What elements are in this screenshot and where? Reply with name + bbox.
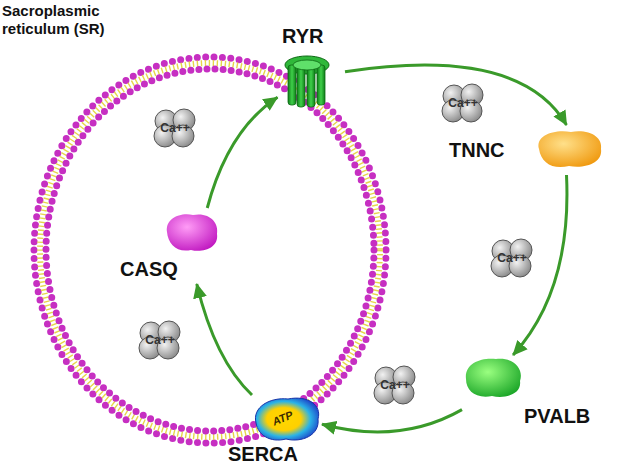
protein-node: CASQ	[118, 208, 223, 284]
ion-label: Ca++	[145, 333, 174, 347]
protein-label: CASQ	[120, 258, 178, 281]
protein-node: TNNC	[445, 125, 607, 175]
ion-label: Ca++	[160, 121, 189, 135]
calcium-ion	[442, 84, 483, 122]
flow-arrow	[197, 284, 252, 395]
flow-arrow	[513, 175, 567, 355]
ryanodine-receptor-channel	[285, 55, 330, 110]
protein-node: Sacroplasmic reticulum (SR)CASQ	[32, 55, 388, 445]
ion-label: Ca++	[448, 96, 477, 110]
protein-label: RYR	[282, 25, 323, 48]
calsequestrin-protein	[163, 210, 221, 254]
flow-arrow	[345, 65, 567, 125]
protein-label: TNNC	[449, 139, 505, 162]
protein-label: SERCA	[228, 443, 298, 466]
protein-node: SERCAATP	[222, 395, 322, 468]
organelle-title: Sacroplasmic reticulum (SR)	[2, 2, 134, 38]
parvalbumin-protein	[462, 355, 524, 400]
calcium-ion	[374, 366, 415, 404]
calcium-ion	[154, 109, 195, 147]
ion-label: Ca++	[380, 378, 409, 392]
flow-arrow	[322, 410, 462, 432]
sr-membrane	[32, 55, 388, 445]
protein-node: PVALB	[462, 355, 608, 433]
flow-arrow	[207, 97, 277, 208]
protein-node: RYR	[270, 25, 345, 110]
protein-label: PVALB	[524, 405, 590, 428]
ion-label: Ca++	[497, 251, 526, 265]
troponin-c-protein	[533, 127, 605, 171]
calcium-ion	[491, 239, 532, 277]
calcium-ion	[139, 321, 180, 359]
